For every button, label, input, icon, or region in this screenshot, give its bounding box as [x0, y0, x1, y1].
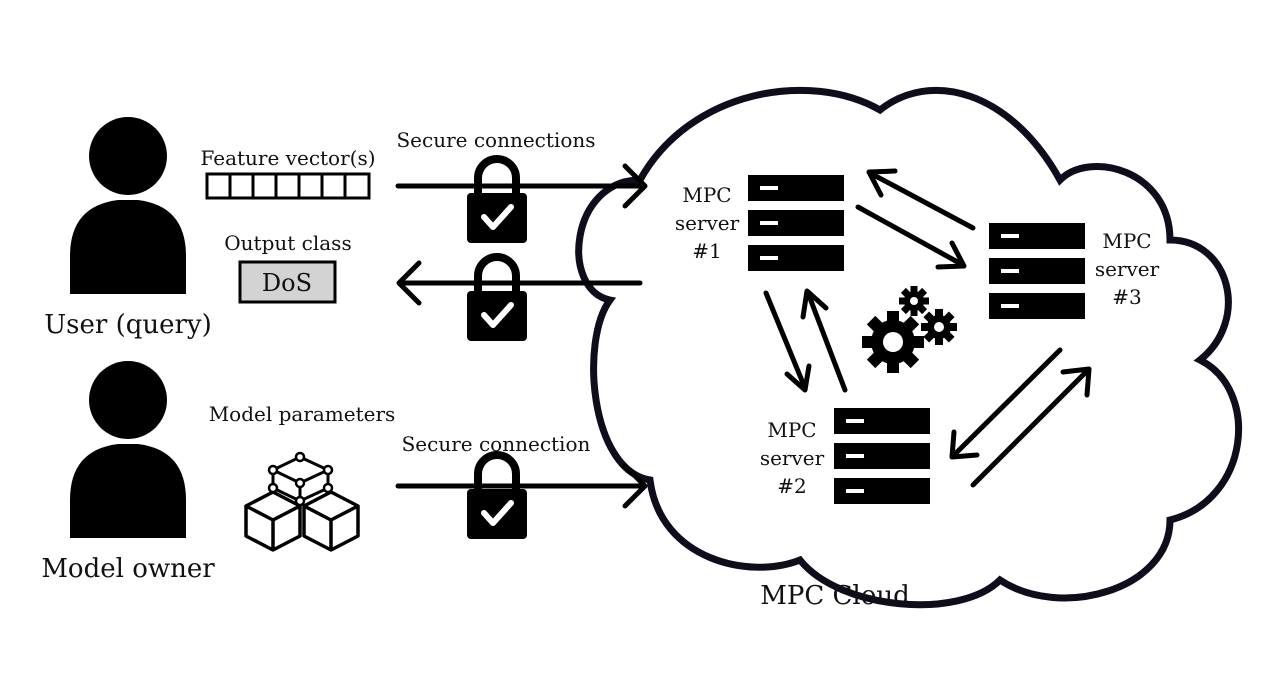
- gears-icon: [862, 286, 957, 373]
- model-parameters-label: Model parameters: [209, 402, 396, 426]
- secure-connections-label: Secure connections: [396, 128, 595, 152]
- server-2-icon: [834, 408, 930, 504]
- arrow-query-in: [395, 163, 648, 209]
- owner-person-icon: [70, 361, 186, 538]
- server-1-label: MPC server #1: [675, 183, 740, 263]
- arrow-s1-to-s2: [763, 290, 812, 393]
- lock-check-icon: [467, 257, 527, 341]
- svg-text:MPC: MPC: [682, 183, 731, 207]
- feature-vector-box: [205, 172, 371, 200]
- arrow-s2-to-s3: [970, 366, 1092, 488]
- feature-vector-label: Feature vector(s): [200, 146, 375, 170]
- svg-text:MPC: MPC: [1102, 229, 1151, 253]
- server-3-label: MPC server #3: [1095, 229, 1160, 309]
- cloud-label: MPC Cloud: [760, 581, 910, 611]
- arrow-s3-to-s1: [866, 168, 976, 231]
- user-label: User (query): [44, 310, 212, 340]
- output-class-value: DoS: [262, 269, 312, 297]
- arrow-s2-to-s1: [800, 288, 848, 393]
- server-2-label: MPC server #2: [760, 418, 825, 498]
- owner-label: Model owner: [41, 554, 215, 584]
- svg-text:#2: #2: [777, 474, 806, 498]
- svg-text:#3: #3: [1112, 285, 1141, 309]
- server-1-icon: [748, 175, 844, 271]
- svg-text:server: server: [1095, 257, 1160, 281]
- server-3-icon: [989, 223, 1085, 319]
- lock-check-icon: [467, 159, 527, 243]
- arrow-s1-to-s3: [855, 204, 967, 270]
- lock-check-icon: [467, 455, 527, 539]
- svg-text:server: server: [760, 446, 825, 470]
- arrow-s3-to-s2: [949, 347, 1063, 460]
- cubes-icon: [244, 451, 360, 552]
- user-person-icon: [70, 117, 186, 294]
- svg-text:#1: #1: [692, 239, 721, 263]
- output-class-box: [238, 260, 337, 304]
- arrow-model-in: [395, 463, 648, 509]
- output-class-label: Output class: [224, 231, 351, 255]
- svg-text:server: server: [675, 211, 740, 235]
- svg-text:MPC: MPC: [767, 418, 816, 442]
